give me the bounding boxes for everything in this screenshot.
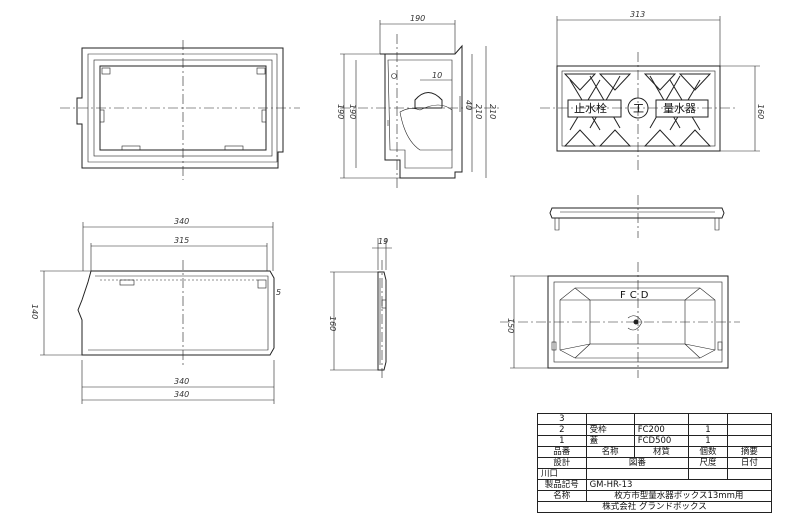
row1-material: FCD500	[633, 435, 690, 447]
dim-right-h: 160	[756, 104, 765, 119]
company-name: 株式会社 グランドボックス	[537, 501, 772, 513]
cover-text-left: 止水栓	[574, 101, 607, 115]
cover-plan-view	[540, 16, 760, 170]
dim-mid-left-a: 190	[336, 104, 345, 119]
dim-top-left-b2: 340	[174, 390, 189, 399]
row2-material: FC200	[633, 424, 690, 436]
scale-value	[688, 468, 728, 480]
designer-value: 川口	[537, 468, 587, 480]
design-label: 設計	[537, 457, 587, 469]
cover-underside-view	[500, 262, 740, 378]
dim-mid-40: 40	[464, 100, 473, 110]
dim-top-left-s: 5	[276, 288, 281, 297]
dim-bottom-right-h: 150	[506, 318, 515, 333]
dim-side-w: 19	[378, 237, 388, 246]
row2-name: 受枠	[585, 424, 635, 436]
dim-mid-right-b: 210	[488, 104, 497, 119]
row1-name: 蓋	[585, 435, 635, 447]
title-design-row: 設計 図番 尺度 日付	[537, 457, 773, 469]
title-code-row: 製品記号 GM-HR-13	[537, 479, 773, 491]
header-material: 材質	[633, 446, 690, 458]
scale-label: 尺度	[688, 457, 728, 469]
dim-top-left-w: 340	[174, 217, 189, 226]
header-note: 摘要	[726, 446, 773, 458]
frame-plan-view	[60, 40, 300, 180]
dim-mid-10: 10	[432, 71, 442, 80]
header-no: 品番	[537, 446, 587, 458]
product-code-label: 製品記号	[537, 479, 587, 491]
frame-front-view	[40, 222, 275, 404]
title-name-row: 名称 枚方市型量水器ボックス13mm用	[537, 490, 773, 502]
row2-note	[726, 424, 773, 436]
product-name-value: 枚方市型量水器ボックス13mm用	[585, 490, 773, 502]
cover-text-right: 量水器	[663, 102, 696, 115]
product-name-label: 名称	[537, 490, 587, 502]
title-block: 3 2 受枠 FC200 1 1 蓋 FCD500 1 品番 名称 材質 個数 …	[537, 413, 773, 513]
cover-section-view	[549, 195, 725, 238]
title-row-1: 1 蓋 FCD500 1	[537, 435, 773, 447]
dim-mid-left-b: 190	[348, 104, 357, 119]
dim-mid-right-a: 210	[474, 104, 483, 119]
row3-note	[726, 413, 773, 425]
cover-text-fcd: FCD	[620, 290, 652, 301]
dim-top-left-b1: 340	[174, 377, 189, 386]
product-code-value: GM-HR-13	[585, 479, 773, 491]
frame-section-view	[340, 20, 500, 190]
title-designer-row: 川口	[537, 468, 773, 480]
title-row-3: 3	[537, 413, 773, 425]
row2-qty: 1	[688, 424, 728, 436]
drawing-no-label: 図番	[585, 457, 690, 469]
row3-qty	[688, 413, 728, 425]
row3-no: 3	[537, 413, 587, 425]
dim-top-left-h: 140	[30, 304, 39, 319]
dim-right-top: 313	[630, 10, 645, 19]
row1-no: 1	[537, 435, 587, 447]
title-row-2: 2 受枠 FC200 1	[537, 424, 773, 436]
title-header-row: 品番 名称 材質 個数 摘要	[537, 446, 773, 458]
title-company-row: 株式会社 グランドボックス	[537, 501, 772, 513]
row3-name	[585, 413, 635, 425]
dimension-labels: 340 315 140 340 340 5 190 190 190 210 21…	[30, 10, 765, 399]
dim-top-left-in: 315	[174, 236, 189, 245]
row3-material	[633, 413, 690, 425]
dim-side-h: 160	[328, 316, 337, 331]
header-qty: 個数	[688, 446, 728, 458]
row2-no: 2	[537, 424, 587, 436]
header-name: 名称	[585, 446, 635, 458]
cover-text-center: 工	[633, 102, 644, 115]
drawing-no-value	[585, 468, 690, 480]
row1-note	[726, 435, 773, 447]
date-label: 日付	[726, 457, 773, 469]
dim-mid-top: 190	[410, 14, 425, 23]
row1-qty: 1	[688, 435, 728, 447]
date-value	[726, 468, 773, 480]
side-view	[330, 238, 392, 380]
